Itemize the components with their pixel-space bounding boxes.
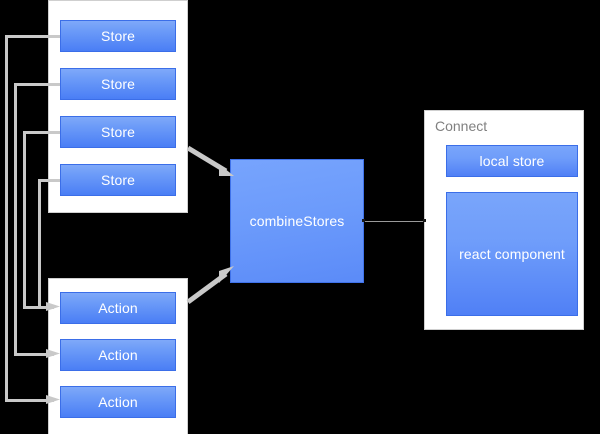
react-component-label: react component xyxy=(459,246,565,262)
local-store-label: local store xyxy=(479,153,545,169)
store-node-2-label: Store xyxy=(101,76,135,92)
wire-store1-vertical xyxy=(5,35,8,401)
arrowhead-action3 xyxy=(46,395,60,404)
action-node-1[interactable]: Action xyxy=(60,292,176,324)
connector-endpoint-connect xyxy=(423,219,426,222)
wire-store3-out xyxy=(23,131,60,134)
combine-stores-node[interactable]: combineStores xyxy=(230,159,364,283)
action-node-2[interactable]: Action xyxy=(60,339,176,371)
action-node-1-label: Action xyxy=(98,300,138,316)
wire-store4-out xyxy=(38,179,60,182)
react-component-node[interactable]: react component xyxy=(446,192,578,316)
store-node-4-label: Store xyxy=(101,172,135,188)
arrowhead-action1 xyxy=(46,302,60,311)
connector-endpoint-combine xyxy=(362,219,365,222)
arrow-action-to-combine xyxy=(186,266,234,305)
wire-store2-vertical xyxy=(14,83,17,355)
store-node-4[interactable]: Store xyxy=(60,164,176,196)
arrow-store-to-combine xyxy=(186,145,234,176)
wire-combine-to-connect xyxy=(364,221,425,222)
wire-store2-out xyxy=(14,83,60,86)
action-node-3-label: Action xyxy=(98,394,138,410)
store-node-3-label: Store xyxy=(101,124,135,140)
wire-store4-vertical xyxy=(38,179,41,308)
store-node-1-label: Store xyxy=(101,28,135,44)
local-store-node[interactable]: local store xyxy=(446,145,578,177)
wire-store3-vertical xyxy=(23,131,26,308)
action-node-3[interactable]: Action xyxy=(60,386,176,418)
store-node-3[interactable]: Store xyxy=(60,116,176,148)
wire-store1-out xyxy=(5,35,60,38)
store-node-1[interactable]: Store xyxy=(60,20,176,52)
wire-action2-in xyxy=(14,353,54,356)
combine-stores-label: combineStores xyxy=(249,213,345,229)
arrowhead-action2 xyxy=(46,349,60,358)
action-node-2-label: Action xyxy=(98,347,138,363)
connect-panel-title: Connect xyxy=(435,118,488,134)
wire-action3-in xyxy=(5,399,54,402)
store-node-2[interactable]: Store xyxy=(60,68,176,100)
